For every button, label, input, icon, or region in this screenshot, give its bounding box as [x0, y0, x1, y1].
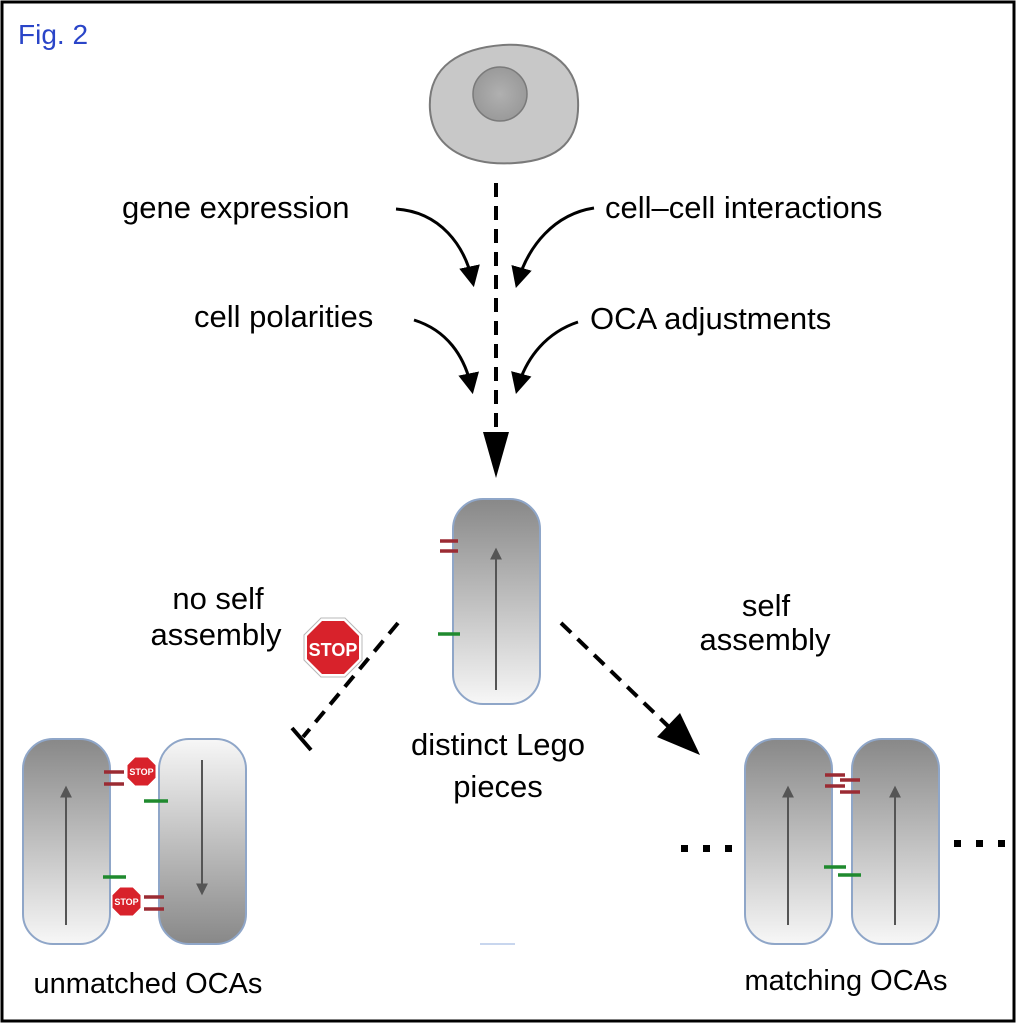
label-cell-cell-interactions: cell–cell interactions — [605, 190, 882, 225]
curved-arrow-cell-polarities — [413, 318, 479, 395]
figure-label: Fig. 2 — [18, 19, 88, 50]
center-label-line1: distinct Lego — [411, 727, 585, 762]
curved-arrow-cell-cell — [511, 206, 595, 289]
curved-arrow-oca-adjustments — [511, 320, 579, 395]
nucleus-icon — [472, 66, 528, 122]
self-assembly-line1: self — [742, 588, 791, 623]
ellipsis-right — [954, 840, 1005, 847]
assembly-arrowhead — [657, 713, 700, 755]
lego-piece-matching-left — [744, 738, 846, 945]
label-oca-adjustments: OCA adjustments — [590, 301, 831, 336]
center-label-line2: pieces — [453, 769, 543, 804]
main-arrowhead — [483, 432, 509, 478]
lego-piece-unmatched-left — [22, 738, 126, 945]
ellipsis-left — [681, 845, 732, 852]
small-stop-sign-text: STOP — [114, 897, 138, 907]
label-gene-expression: gene expression — [122, 190, 350, 225]
small-stop-sign-icon: STOP — [126, 756, 157, 787]
small-stop-sign-text: STOP — [129, 767, 153, 777]
no-self-assembly-line1: no self — [172, 581, 264, 616]
cell-icon — [428, 43, 580, 165]
stop-sign-icon: STOP — [303, 617, 363, 678]
lego-piece-unmatched-right — [144, 738, 247, 945]
caption-matching-ocas: matching OCAs — [744, 965, 947, 997]
lego-piece-matching-right — [838, 738, 940, 945]
label-cell-polarities: cell polarities — [194, 299, 373, 334]
lego-piece-center — [438, 498, 541, 705]
caption-unmatched-ocas: unmatched OCAs — [34, 968, 263, 1000]
inhibition-dashed-line — [301, 621, 400, 739]
curved-arrow-gene-expression — [395, 207, 480, 288]
inhibition-bar — [290, 726, 313, 752]
self-assembly-line2: assembly — [700, 622, 831, 657]
no-self-assembly-line2: assembly — [151, 617, 282, 652]
stop-sign-text: STOP — [309, 640, 358, 660]
assembly-dashed-line — [559, 621, 672, 730]
small-stop-sign-icon: STOP — [111, 886, 142, 917]
